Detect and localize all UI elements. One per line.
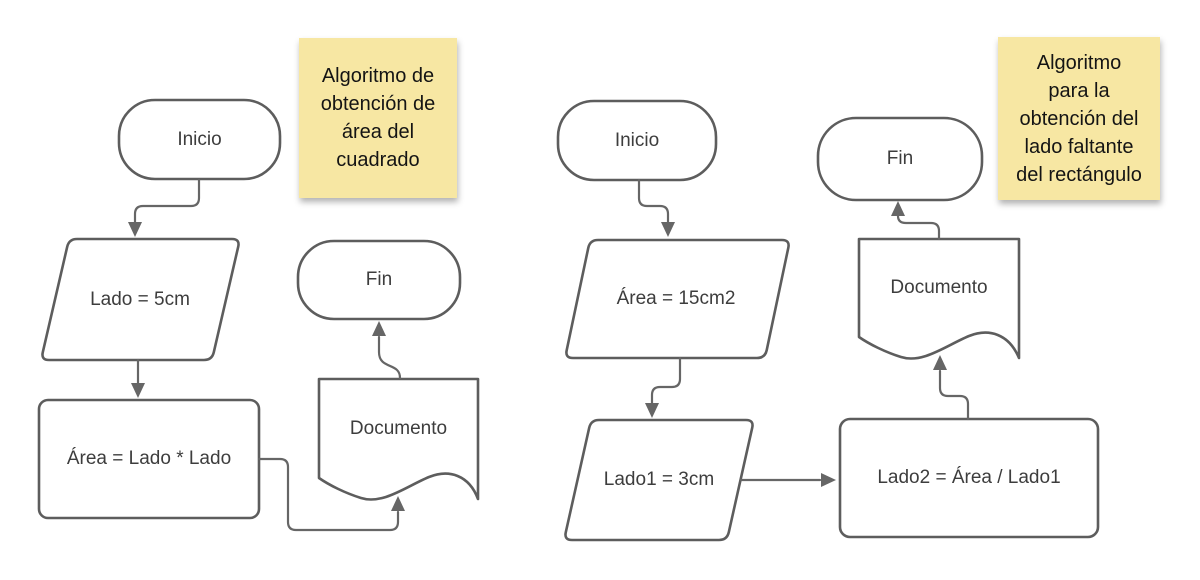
connector-area-to-lado1-right (645, 356, 682, 418)
document-shape-right[interactable] (857, 237, 1021, 360)
io-parallelogram-lado-left[interactable] (41, 237, 240, 362)
process-rect-lado2-right[interactable] (838, 417, 1100, 539)
sticky-note-left[interactable]: Algoritmo de obtención de área del cuadr… (299, 38, 457, 198)
io-parallelogram-lado1-right[interactable] (564, 418, 754, 542)
terminator-start-left[interactable] (117, 98, 282, 181)
arrowhead-down-icon (131, 383, 145, 398)
sticky-note-right[interactable]: Algoritmo para la obtención del lado fal… (998, 37, 1160, 200)
arrowhead-up-icon (891, 201, 905, 216)
arrowhead-up-icon (933, 355, 947, 370)
connector-document-to-end-right (891, 201, 941, 241)
arrowhead-up-icon (372, 321, 386, 336)
terminator-end-left[interactable] (296, 239, 462, 321)
document-shape-left[interactable] (317, 377, 480, 501)
connector-process-to-document-left (257, 457, 405, 532)
connector-document-to-end-left (372, 321, 402, 380)
connector-lado2-to-document-right (933, 355, 970, 421)
arrowhead-up-icon (391, 496, 405, 511)
arrowhead-down-icon (128, 222, 142, 237)
arrowhead-down-icon (645, 403, 659, 418)
arrowhead-down-icon (661, 222, 675, 237)
io-parallelogram-area-right[interactable] (565, 238, 790, 360)
connector-start-to-input-left (128, 178, 201, 237)
arrowhead-right-icon (821, 473, 836, 487)
terminator-end-right[interactable] (816, 116, 984, 202)
connector-lado1-to-lado2-right (739, 473, 836, 487)
terminator-start-right[interactable] (556, 99, 718, 182)
process-rect-area-left[interactable] (37, 398, 261, 520)
connector-input-to-process-left (131, 358, 145, 398)
connector-start-to-area-right (637, 178, 675, 237)
